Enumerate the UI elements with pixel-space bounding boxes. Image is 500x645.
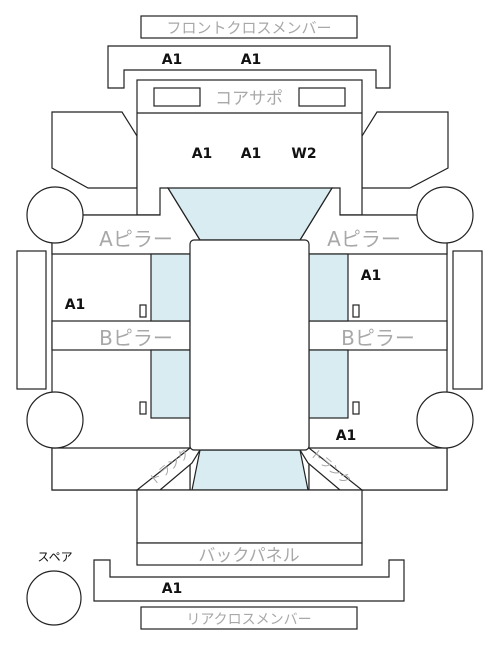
rear-cross-member-box — [140, 606, 358, 630]
code-left-front-door: A1 — [65, 297, 86, 313]
back-panel-box — [136, 542, 363, 566]
code-front-cross-1: A1 — [162, 52, 183, 68]
front-cross-member-bracket — [107, 45, 391, 89]
core-support-label: コアサポ — [215, 89, 283, 109]
right-side-sill — [452, 250, 483, 390]
a-pillar-right-label: Aピラー — [327, 227, 401, 251]
code-rear-cross: A1 — [162, 581, 183, 597]
right-rear-door-handle — [352, 401, 360, 415]
right-rear-door-glass — [308, 349, 349, 419]
code-core-1: A1 — [192, 146, 213, 162]
right-b-pillar — [308, 320, 448, 351]
code-core-2: A1 — [241, 146, 262, 162]
right-front-wheel — [416, 186, 474, 244]
spare-label: スペア — [37, 550, 72, 564]
front-cross-member-box — [140, 15, 358, 39]
rear-cross-member-bracket — [93, 559, 405, 602]
left-front-wheel — [26, 186, 84, 244]
left-front-fender — [51, 111, 138, 189]
b-pillar-left-label: Bピラー — [99, 326, 173, 350]
trunk-floor — [136, 489, 363, 544]
left-rear-door-handle — [139, 401, 147, 415]
left-rear-door-glass — [150, 349, 191, 419]
rear-cross-member-label: リアクロスメンバー — [186, 612, 311, 628]
spare-tire — [26, 570, 82, 626]
roof — [189, 239, 310, 451]
rear-window — [191, 449, 309, 491]
left-front-door-handle — [139, 304, 147, 318]
a-pillar-left-label: Aピラー — [99, 227, 173, 251]
b-pillar-right-label: Bピラー — [341, 326, 415, 350]
left-b-pillar — [51, 320, 191, 351]
left-headlight — [153, 87, 201, 107]
code-right-rear: A1 — [336, 428, 357, 444]
left-front-door-glass — [150, 253, 191, 322]
front-cross-member-label: フロントクロスメンバー — [166, 19, 331, 37]
left-side-sill — [16, 250, 47, 390]
code-right-front-door: A1 — [361, 268, 382, 284]
code-core-3: W2 — [291, 146, 316, 162]
right-front-door-glass — [308, 253, 349, 322]
left-rear-wheel — [26, 391, 84, 449]
right-front-fender — [361, 111, 449, 189]
back-panel-label: バックパネル — [198, 546, 299, 566]
right-rear-wheel — [416, 391, 474, 449]
right-headlight — [298, 87, 346, 107]
right-front-door-handle — [352, 304, 360, 318]
code-front-cross-2: A1 — [241, 52, 262, 68]
